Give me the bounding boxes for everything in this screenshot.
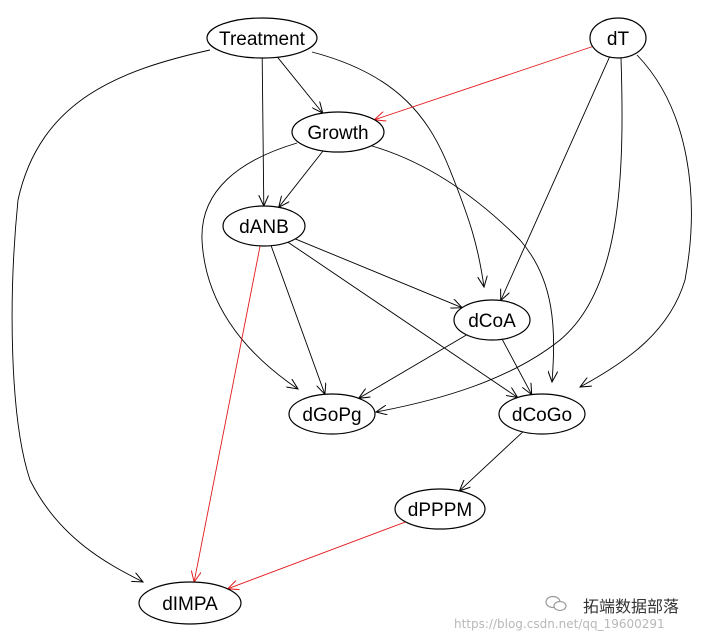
node-shape [589,17,647,59]
edge-d-t-to-growth [374,46,593,120]
node-d-go-pg: dGoPg [288,393,376,435]
edge-growth-to-d-anb [279,150,324,207]
node-label: dCoGo [512,405,572,426]
edge-d-co-a-to-d-go-pg [359,334,467,398]
node-growth: Growth [291,111,385,153]
edge-d-anb-to-d-go-pg [270,245,325,395]
edge-growth-to-d-go-pg [201,142,298,389]
node-label: dIMPA [162,594,218,615]
node-label: Treatment [219,29,306,50]
nodes-layer: Treatment dT Growth dANB dCoA dGoPg dCoGo dPPPM… [138,17,647,625]
node-label: dT [607,29,630,50]
node-shape [291,111,385,153]
node-label: dGoPg [302,405,361,426]
node-shape [138,581,242,625]
edge-d-t-to-d-co-go [580,54,692,387]
edges-layer [11,46,692,589]
edge-d-t-to-d-co-a [501,56,610,300]
watermark: 拓端数据部落 https://blog.csdn.net/qq_19600291 [454,595,679,631]
node-shape [222,205,306,247]
node-d-pppm: dPPPM [394,488,486,530]
watermark-url: https://blog.csdn.net/qq_19600291 [454,617,665,631]
edge-d-anb-to-d-co-a [295,238,462,308]
watermark-brand: 拓端数据部落 [583,597,679,616]
edge-d-t-to-d-go-pg [376,57,623,412]
node-d-impa: dIMPA [138,581,242,625]
node-label: dPPPM [408,500,472,521]
node-label: dCoA [468,311,516,332]
edge-d-pppm-to-d-impa [228,521,406,589]
edge-treatment-to-d-anb [262,57,264,206]
edge-treatment-to-d-impa [11,49,211,582]
edge-d-co-a-to-d-co-go [501,339,532,394]
node-shape [288,393,376,435]
node-d-anb: dANB [222,205,306,247]
edge-d-anb-to-d-co-go [287,241,518,397]
edge-d-anb-to-d-impa [194,245,261,582]
edge-growth-to-d-co-go [371,145,554,382]
edge-treatment-to-growth [277,56,323,113]
node-treatment: Treatment [206,17,318,59]
wechat-icon [545,595,567,612]
node-shape [498,393,586,435]
edge-d-co-go-to-d-pppm [459,431,524,491]
node-label: dANB [239,217,289,238]
node-shape [453,299,531,341]
node-label: Growth [307,123,368,144]
node-shape [206,17,318,59]
node-d-t: dT [589,17,647,59]
edge-treatment-to-d-co-a [311,51,484,287]
node-shape [394,488,486,530]
node-d-co-a: dCoA [453,299,531,341]
node-d-co-go: dCoGo [498,393,586,435]
